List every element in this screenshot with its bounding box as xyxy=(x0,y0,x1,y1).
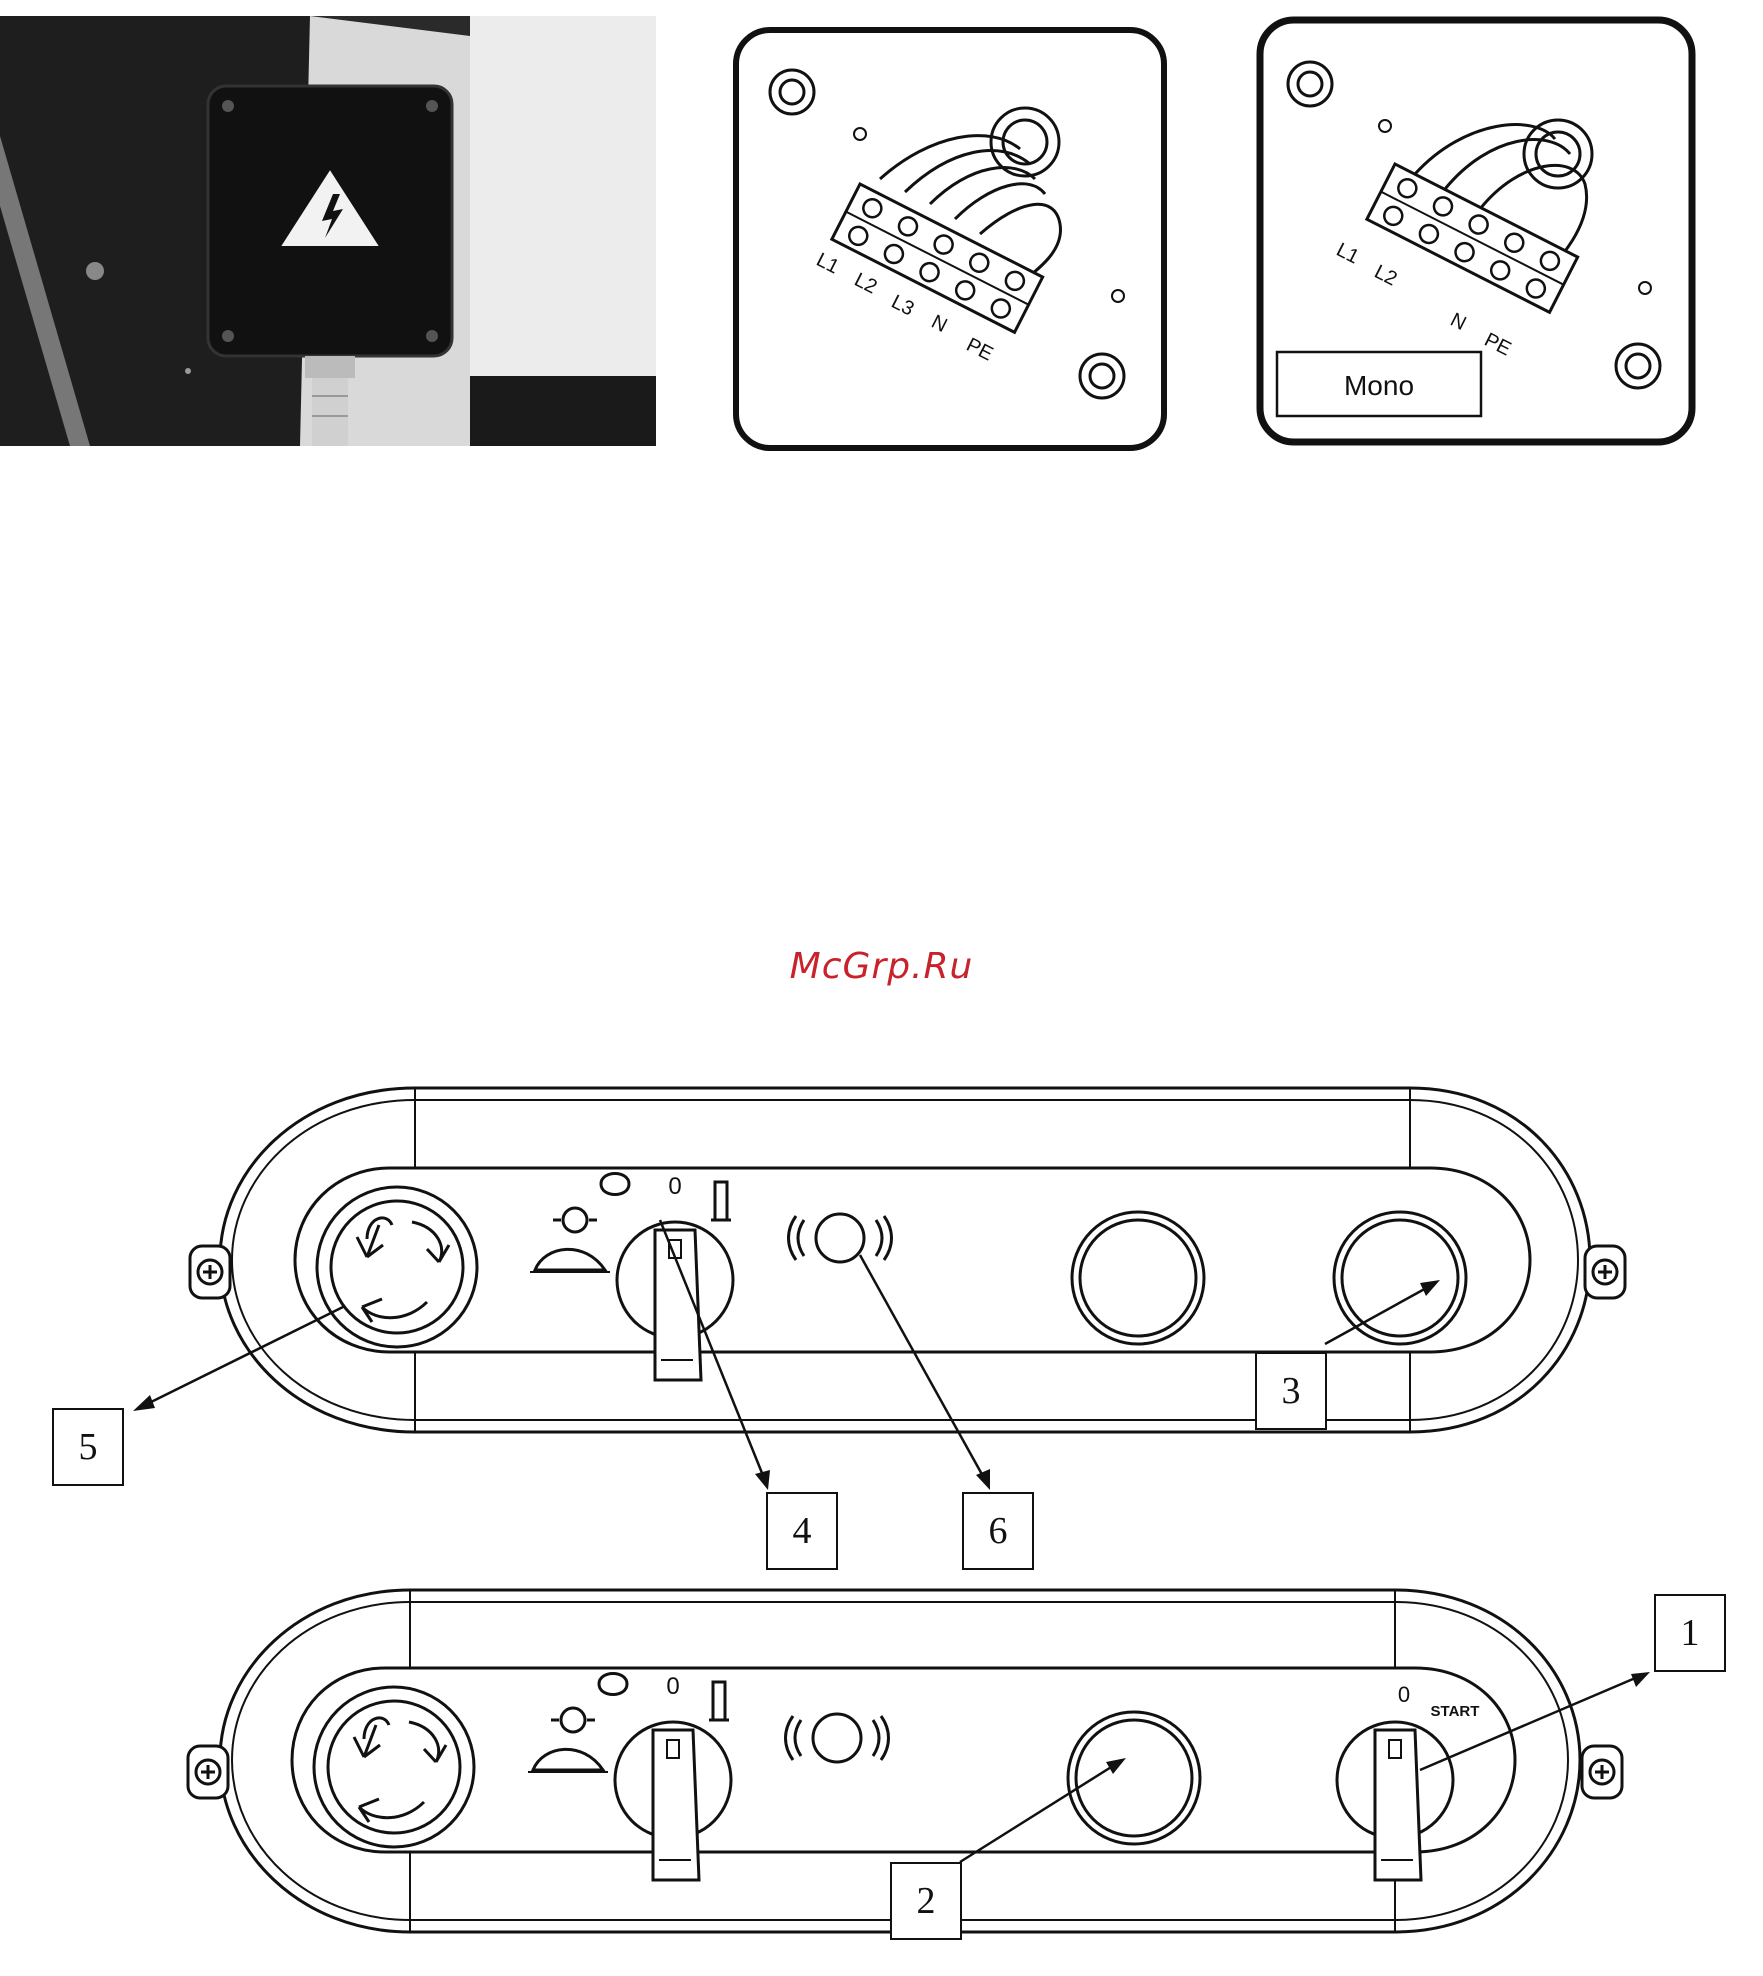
control-panels: 0 0 0 START xyxy=(0,1070,1763,1976)
three-phase-wiring-diagram: L1 L2 L3 N PE xyxy=(730,14,1170,454)
mounting-screw-icon xyxy=(188,1746,228,1798)
mounting-screw-icon xyxy=(1582,1746,1622,1798)
callout-4: 4 xyxy=(766,1492,838,1570)
mono-wiring-diagram: L1 L2 N PE Mono xyxy=(1255,14,1705,454)
push-button[interactable] xyxy=(1072,1212,1204,1344)
emergency-stop-button[interactable] xyxy=(314,1687,474,1847)
control-panel-top: 0 xyxy=(190,1088,1625,1432)
callout-6: 6 xyxy=(962,1492,1034,1570)
emergency-stop-button[interactable] xyxy=(317,1187,477,1347)
start-label: START xyxy=(1431,1703,1480,1720)
mounting-screw-icon xyxy=(190,1246,230,1298)
callout-5: 5 xyxy=(52,1408,124,1486)
push-button-3[interactable] xyxy=(1334,1212,1466,1344)
push-button-2[interactable] xyxy=(1068,1712,1200,1844)
selector-zero-label: 0 xyxy=(668,1173,681,1200)
mono-label: Mono xyxy=(1344,370,1414,401)
junction-box-photo xyxy=(0,16,656,446)
callout-3: 3 xyxy=(1255,1352,1327,1430)
callout-2: 2 xyxy=(890,1862,962,1940)
mounting-screw-icon xyxy=(1585,1246,1625,1298)
watermark: McGrp.Ru xyxy=(0,946,1763,987)
cable-gland xyxy=(305,356,355,446)
selector-zero-label: 0 xyxy=(666,1673,679,1700)
callout-1: 1 xyxy=(1654,1594,1726,1672)
start-zero-label: 0 xyxy=(1398,1682,1410,1707)
